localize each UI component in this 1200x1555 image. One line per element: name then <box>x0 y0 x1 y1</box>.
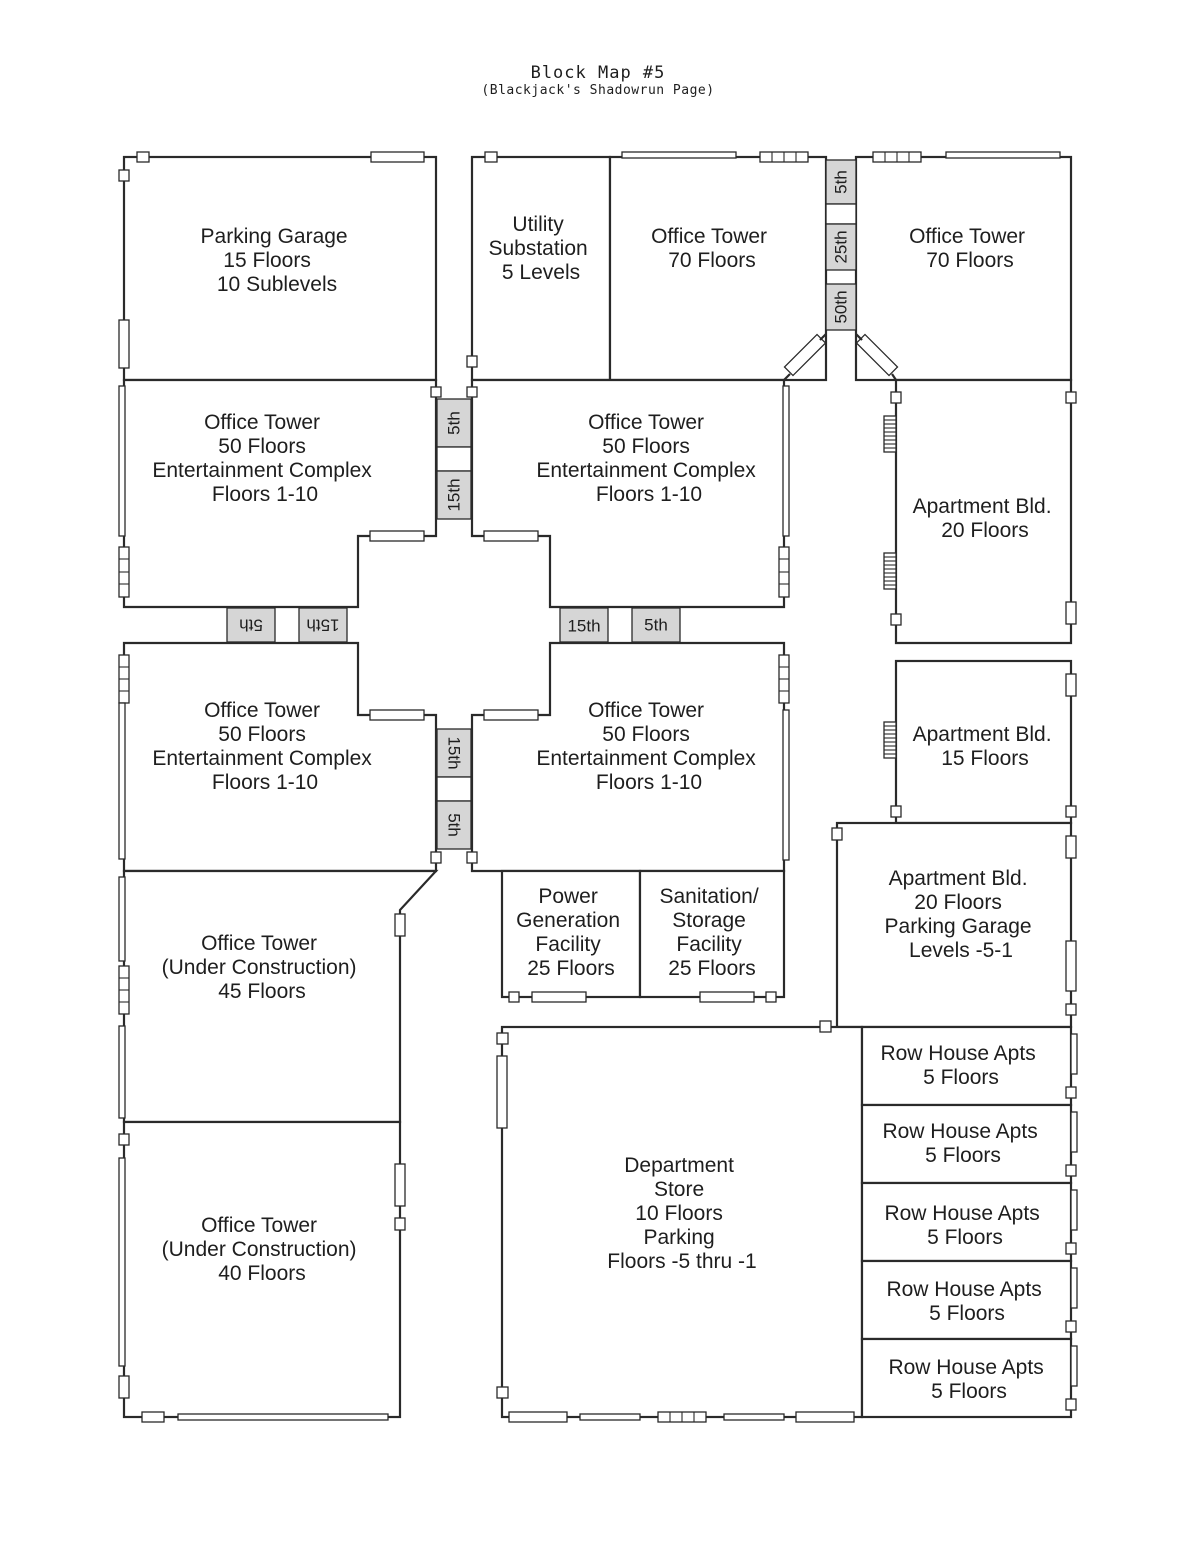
label-office-tower-north: Office Tower 70 Floors <box>651 225 773 272</box>
map-subtitle: (Blackjack's Shadowrun Page) <box>481 83 714 98</box>
building-power-generation[interactable] <box>500 869 642 999</box>
label-office-entertainment-se: Office Tower 50 Floors Entertainment Com… <box>536 699 761 794</box>
svg-text:15th: 15th <box>445 736 464 769</box>
skybridge-west-15th[interactable]: 15th <box>298 607 348 643</box>
label-construction-40: Office Tower (Under Construction) 40 Flo… <box>162 1214 363 1285</box>
skybridge-gap <box>825 203 857 225</box>
svg-text:5th: 5th <box>445 813 464 837</box>
building-row-house-3[interactable] <box>860 1181 1073 1263</box>
skybridge-south-5th[interactable]: 5th <box>436 800 472 850</box>
label-row-house-5: Row House Apts 5 Floors <box>888 1356 1049 1403</box>
label-apartment-20-north: Apartment Bld. 20 Floors <box>913 495 1058 542</box>
building-department-store[interactable] <box>500 1025 864 1419</box>
buildings <box>122 155 1073 1419</box>
building-office-entertainment-se[interactable] <box>470 641 786 873</box>
label-row-house-3: Row House Apts 5 Floors <box>884 1202 1045 1249</box>
skybridge-south-15th[interactable]: 15th <box>436 728 472 778</box>
skybridge-north-upper-5th[interactable]: 5th <box>825 159 857 205</box>
label-office-entertainment-ne: Office Tower 50 Floors Entertainment Com… <box>536 411 761 506</box>
skybridge-north-upper-50th[interactable]: 50th <box>825 283 857 331</box>
skybridge-west-5th[interactable]: 5th <box>226 607 276 643</box>
building-parking-garage-nw[interactable] <box>122 155 438 382</box>
label-utility-substation: Utility Substation 5 Levels <box>488 213 593 284</box>
building-office-tower-northeast[interactable] <box>854 155 1073 382</box>
building-apartment-parking[interactable] <box>835 821 1073 1029</box>
skybridge-east-5th[interactable]: 5th <box>631 607 681 643</box>
label-construction-45: Office Tower (Under Construction) 45 Flo… <box>162 932 363 1003</box>
building-office-entertainment-nw[interactable] <box>122 378 438 609</box>
building-row-house-4[interactable] <box>860 1259 1073 1341</box>
svg-text:15th: 15th <box>445 478 464 511</box>
building-sanitation-storage[interactable] <box>638 869 786 999</box>
skybridge-north-upper-25th[interactable]: 25th <box>825 223 857 271</box>
svg-text:5th: 5th <box>239 616 263 635</box>
skybridge-north-5th[interactable]: 5th <box>436 398 472 448</box>
label-sanitation-storage: Sanitation/ Storage Facility 25 Floors <box>659 885 764 980</box>
map-title: Block Map #5 <box>531 63 666 83</box>
skybridge-north-15th[interactable]: 15th <box>436 470 472 520</box>
building-labels: Parking Garage 15 Floors 10 Sublevels Ut… <box>152 213 1058 1403</box>
building-row-house-5[interactable] <box>860 1337 1073 1419</box>
label-apartment-15: Apartment Bld. 15 Floors <box>913 723 1058 770</box>
label-department-store: Department Store 10 Floors Parking Floor… <box>607 1154 756 1273</box>
label-power-generation: Power Generation Facility 25 Floors <box>516 885 626 980</box>
label-apartment-parking: Apartment Bld. 20 Floors Parking Garage … <box>885 867 1038 962</box>
building-utility-substation[interactable] <box>470 155 612 382</box>
label-row-house-2: Row House Apts 5 Floors <box>882 1120 1043 1167</box>
building-apartment-15[interactable] <box>894 659 1073 825</box>
skybridge-east-15th[interactable]: 15th <box>559 607 609 643</box>
building-row-house-2[interactable] <box>860 1103 1073 1185</box>
building-construction-40[interactable] <box>122 1120 402 1419</box>
svg-text:15th: 15th <box>567 617 600 636</box>
svg-text:5th: 5th <box>832 170 851 194</box>
label-office-entertainment-nw: Office Tower 50 Floors Entertainment Com… <box>152 411 377 506</box>
skybridge-gap <box>436 776 472 802</box>
svg-text:5th: 5th <box>445 411 464 435</box>
label-row-house-4: Row House Apts 5 Floors <box>886 1278 1047 1325</box>
label-office-tower-northeast: Office Tower 70 Floors <box>909 225 1031 272</box>
fixtures <box>118 151 1078 1423</box>
label-row-house-1: Row House Apts 5 Floors <box>880 1042 1041 1089</box>
svg-text:15th: 15th <box>306 616 339 635</box>
svg-text:25th: 25th <box>832 230 851 263</box>
skybridge-gap <box>436 446 472 472</box>
svg-text:5th: 5th <box>644 616 668 635</box>
label-office-entertainment-sw: Office Tower 50 Floors Entertainment Com… <box>152 699 377 794</box>
skybridges: 5th 25th 50th 5th 15th <box>226 159 899 850</box>
building-row-house-1[interactable] <box>860 1025 1073 1107</box>
svg-text:50th: 50th <box>832 290 851 323</box>
label-parking-garage-nw: Parking Garage 15 Floors 10 Sublevels <box>201 225 354 296</box>
